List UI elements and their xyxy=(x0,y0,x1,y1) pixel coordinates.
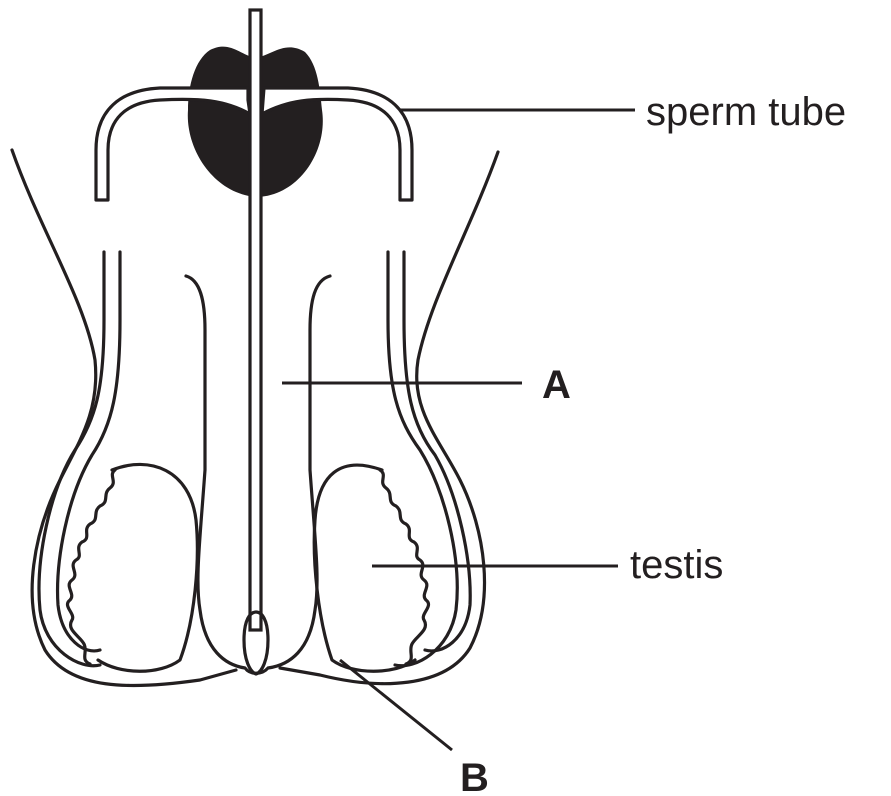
b-leader xyxy=(340,660,452,750)
body-outline-left xyxy=(12,150,236,686)
left-epididymis xyxy=(67,470,115,664)
right-duct-inner xyxy=(404,252,470,651)
urethra xyxy=(250,10,261,630)
testis-label: testis xyxy=(630,543,723,587)
body-outline-right xyxy=(280,152,498,684)
label-b: B xyxy=(460,756,489,796)
right-testis xyxy=(314,465,415,671)
left-duct-outer xyxy=(39,252,104,666)
sperm-tube-label: sperm tube xyxy=(646,90,846,134)
label-a: A xyxy=(542,363,571,407)
left-testis xyxy=(98,464,197,671)
left-duct-inner xyxy=(58,252,120,651)
